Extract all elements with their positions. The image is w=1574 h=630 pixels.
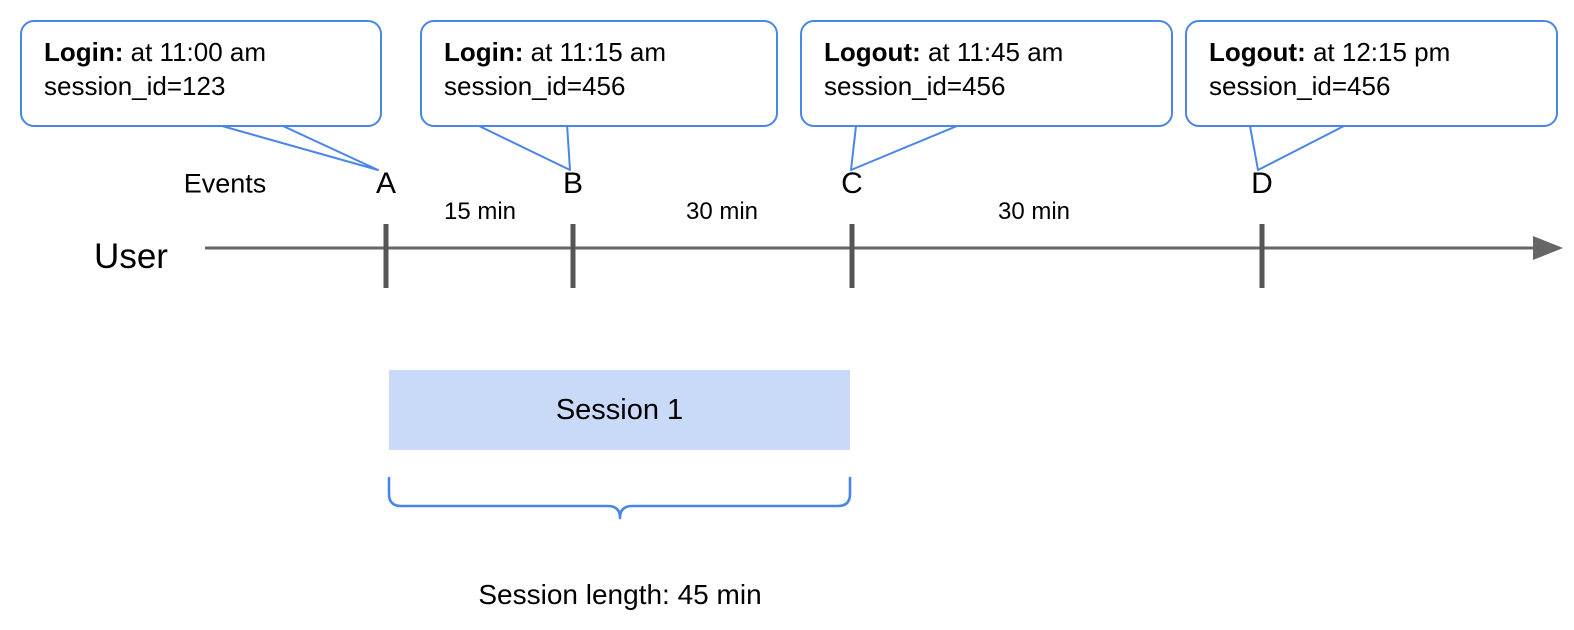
gap-label-cd: 30 min	[997, 198, 1071, 225]
callout-a-session: session_id=123	[44, 70, 226, 101]
session-brace	[387, 476, 852, 520]
callout-b-label: Login:	[444, 37, 524, 67]
callout-a-label: Login:	[44, 37, 124, 67]
gap-label-bc: 30 min	[685, 198, 759, 225]
callout-login-b[interactable]: Login: at 11:15 am session_id=456	[420, 20, 778, 127]
callout-c-line1: Logout: at 11:45 am	[824, 36, 1153, 70]
callout-b-session: session_id=456	[444, 70, 626, 101]
callout-b-time: at 11:15 am	[523, 37, 667, 67]
callout-tail-c	[850, 125, 958, 171]
callout-tail-b	[474, 123, 571, 171]
callout-d-time: at 12:15 pm	[1305, 37, 1451, 67]
callout-c-label: Logout:	[824, 37, 921, 67]
callout-logout-c[interactable]: Logout: at 11:45 am session_id=456	[800, 20, 1173, 127]
callout-tail-d	[1249, 125, 1345, 171]
event-marker-c[interactable]: C	[841, 167, 863, 200]
callout-logout-d[interactable]: Logout: at 12:15 pm session_id=456	[1185, 20, 1558, 127]
callout-c-time: at 11:45 am	[920, 37, 1064, 67]
callout-d-session: session_id=456	[1209, 70, 1391, 101]
callout-c-session: session_id=456	[824, 70, 1006, 101]
callout-a-time: at 11:00 am	[123, 37, 267, 67]
callout-d-line1: Logout: at 12:15 pm	[1209, 36, 1538, 70]
event-marker-a[interactable]: A	[375, 167, 397, 200]
event-marker-d[interactable]: D	[1251, 167, 1273, 200]
gap-label-ab: 15 min	[443, 198, 517, 225]
callout-b-line1: Login: at 11:15 am	[444, 36, 758, 70]
callout-d-label: Logout:	[1209, 37, 1306, 67]
callout-tail-a	[221, 125, 379, 171]
callout-login-a[interactable]: Login: at 11:00 am session_id=123	[20, 20, 382, 127]
session-bar-label: Session 1	[555, 393, 684, 426]
session-length-caption: Session length: 45 min	[478, 579, 762, 610]
row-label-user: User	[94, 237, 168, 276]
session-bar[interactable]: Session 1	[389, 370, 850, 450]
callout-a-line1: Login: at 11:00 am	[44, 36, 362, 70]
event-marker-b[interactable]: B	[562, 167, 584, 200]
row-label-events: Events	[183, 168, 267, 199]
